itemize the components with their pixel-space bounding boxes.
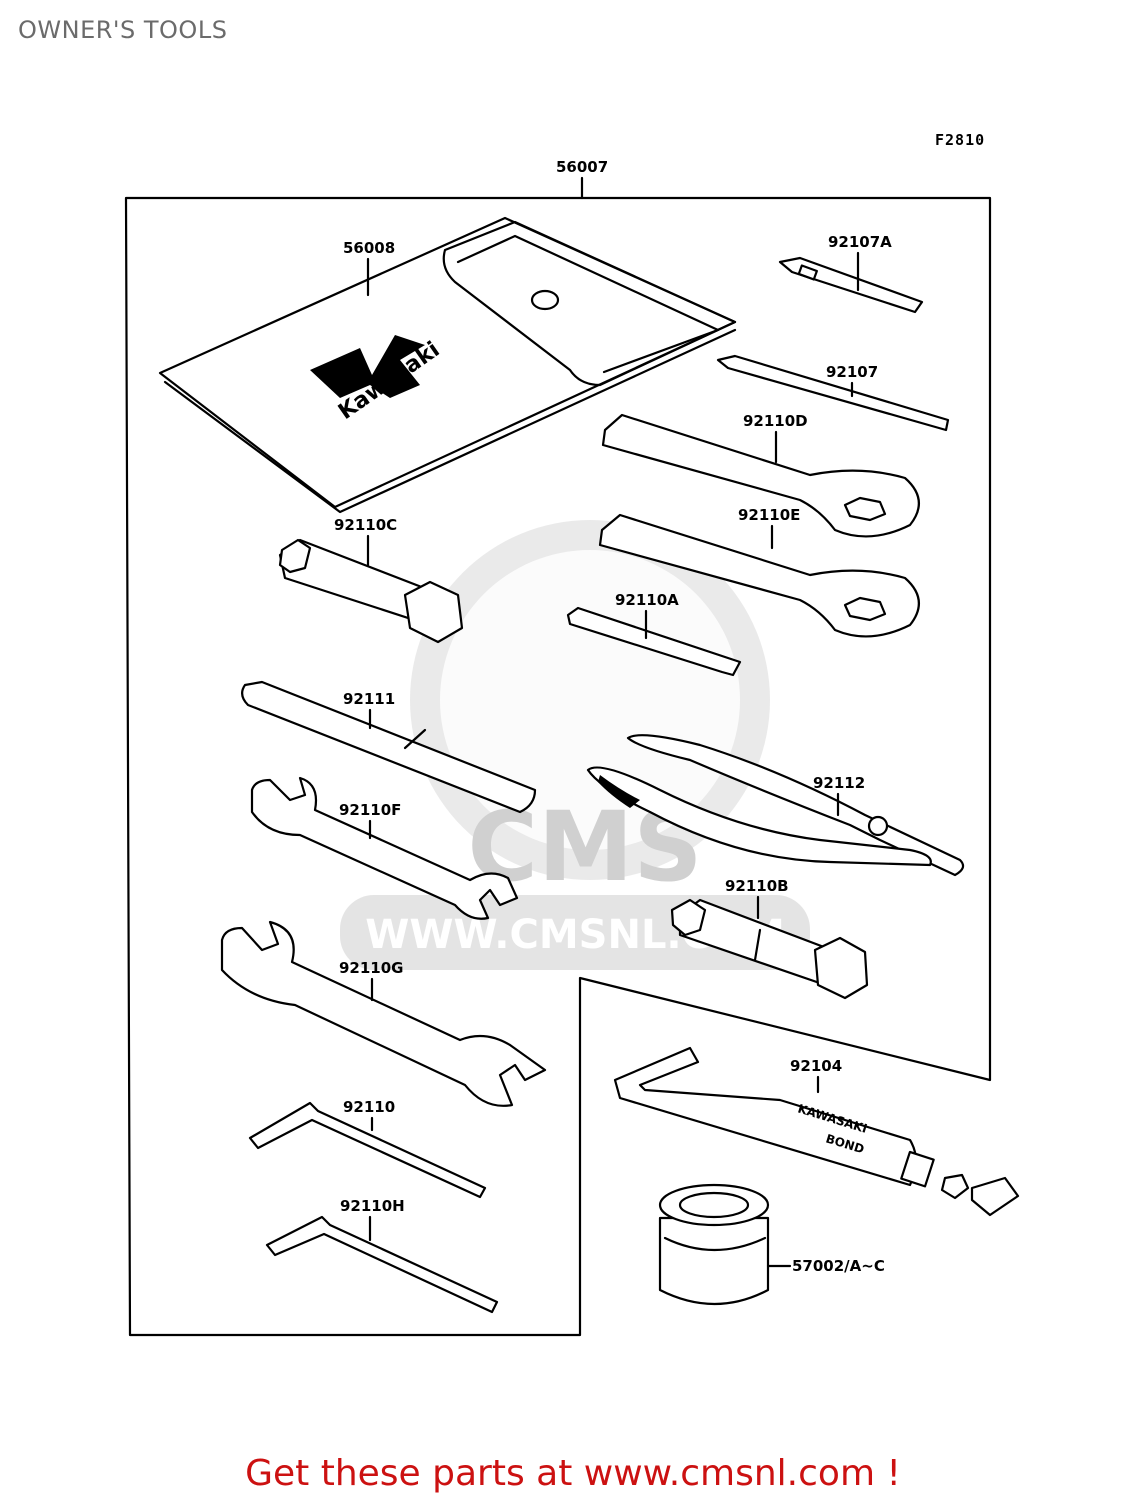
part-label-pliers: 92112	[813, 774, 865, 792]
footer-link[interactable]: Get these parts at www.cmsnl.com !	[245, 1453, 901, 1494]
part-label-hex-key: 92110	[343, 1098, 395, 1116]
container-icon	[658, 1183, 770, 1305]
part-label-plug-wrench-c: 92110C	[334, 516, 397, 534]
figure-code: F2810	[935, 131, 985, 149]
part-label-screwdriver-long: 92107	[826, 363, 878, 381]
part-label-open-wrench-g: 92110G	[339, 959, 404, 977]
handle-bar-icon	[241, 680, 537, 814]
part-label-box-wrench-d: 92110D	[743, 412, 808, 430]
part-label-bond: 92104	[790, 1057, 842, 1075]
pouch-icon: Kawasaki	[158, 216, 737, 514]
part-label-hex-key-h: 92110H	[340, 1197, 405, 1215]
part-label-plug-wrench-b: 92110B	[725, 877, 789, 895]
part-label-feeler: 92110A	[615, 591, 679, 609]
kit-boundary	[124, 196, 992, 1337]
hex-key-icon	[248, 1101, 487, 1199]
box-wrench-d-icon	[601, 413, 920, 538]
plug-wrench-b-icon	[670, 898, 869, 1000]
part-label-handle: 92111	[343, 690, 395, 708]
page-title: OWNER'S TOOLS	[18, 16, 228, 44]
kawasaki-logo-icon	[310, 335, 425, 398]
open-wrench-f-icon	[250, 776, 519, 920]
part-label-open-wrench-f: 92110F	[339, 801, 401, 819]
hex-key-h-icon	[265, 1215, 499, 1314]
part-label-pouch: 56008	[343, 239, 395, 257]
screwdriver-long-icon	[716, 354, 950, 432]
part-label-kit: 56007	[556, 158, 608, 176]
part-label-container: 57002/A~C	[792, 1257, 885, 1275]
part-label-screwdriver-short: 92107A	[828, 233, 892, 251]
part-label-box-wrench-e: 92110E	[738, 506, 800, 524]
plug-wrench-c-icon	[278, 538, 464, 644]
screwdriver-short-icon	[778, 256, 924, 314]
pliers-icon	[586, 734, 965, 877]
open-wrench-g-icon	[220, 920, 547, 1107]
feeler-gauge-icon	[566, 606, 742, 677]
box-wrench-e-icon	[598, 513, 920, 638]
